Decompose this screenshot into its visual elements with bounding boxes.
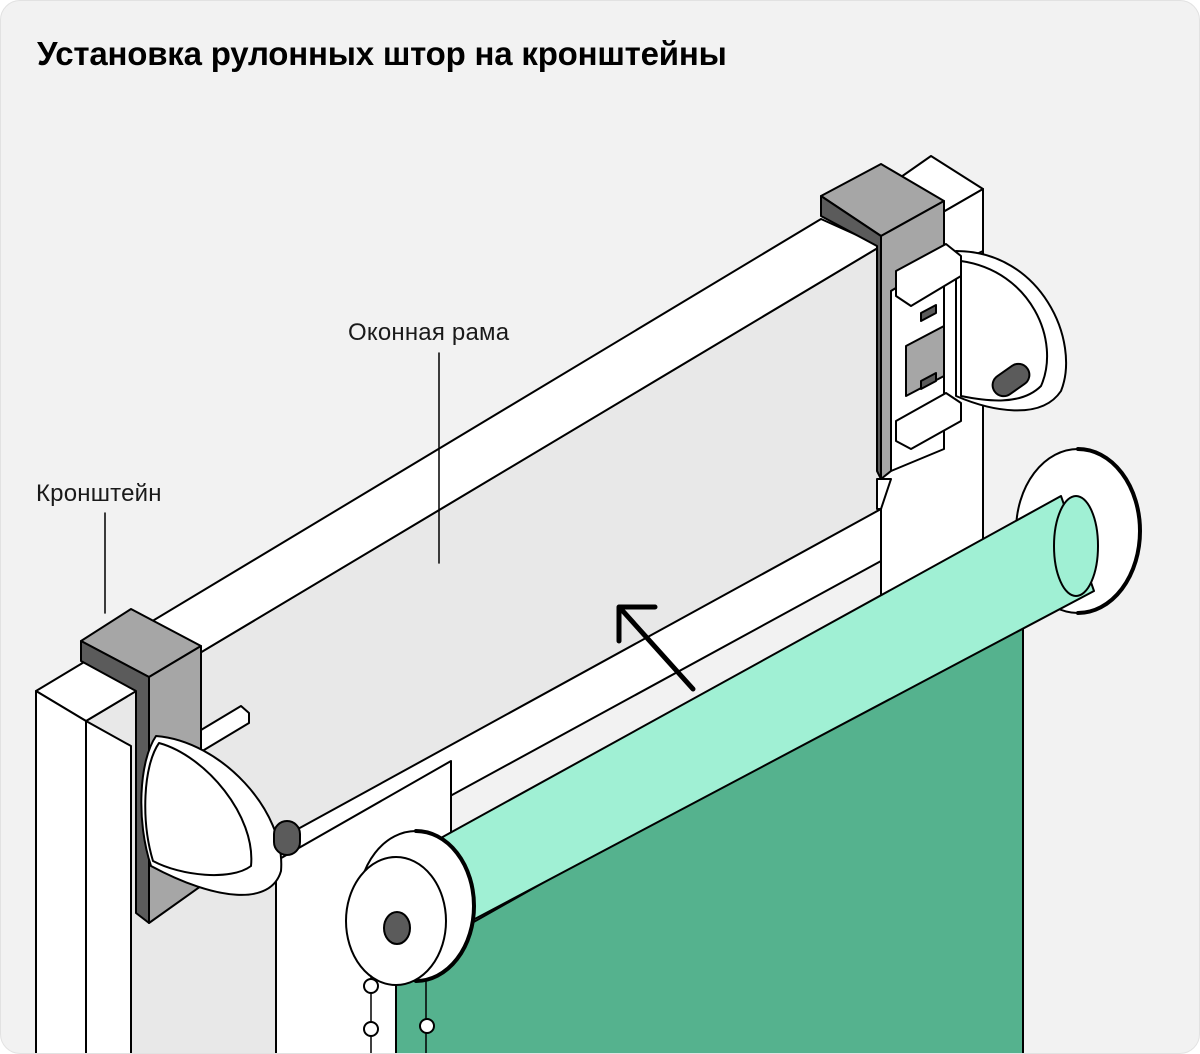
roller-tube-end bbox=[1054, 496, 1098, 596]
window-frame-label: Оконная рама bbox=[348, 319, 509, 347]
chain-bead-2 bbox=[364, 1022, 378, 1036]
page-title: Установка рулонных штор на кронштейны bbox=[37, 35, 727, 73]
frame-left-post-front bbox=[36, 691, 86, 1054]
left-cap-knob bbox=[274, 821, 300, 855]
bracket-label: Кронштейн bbox=[36, 480, 162, 508]
chain-bead-3 bbox=[420, 1019, 434, 1033]
left-roller-hole bbox=[384, 912, 410, 944]
frame-left-post-inner bbox=[86, 721, 131, 1054]
chain-bead-1 bbox=[364, 979, 378, 993]
